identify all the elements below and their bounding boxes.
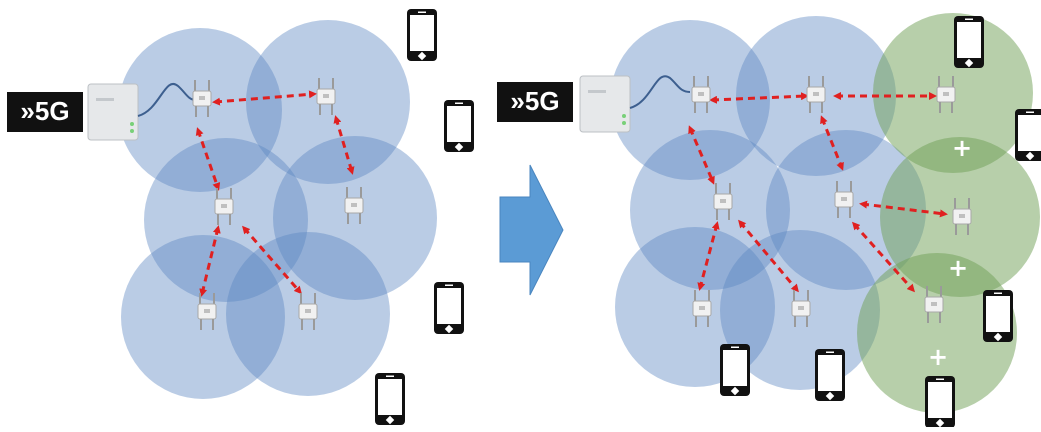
mesh-link-arrow (333, 115, 355, 175)
smartphone-icon (925, 376, 955, 428)
mesh-link-arrow (859, 200, 948, 218)
coverage-cell (118, 28, 282, 192)
mesh-link-arrow (852, 221, 915, 293)
added-cell-plus-icon: + (948, 254, 968, 282)
smartphone-icon (434, 282, 464, 334)
smartphone-icon (1015, 109, 1041, 161)
gateway-led (130, 129, 134, 133)
smartphone-icon (983, 290, 1013, 342)
gateway-label-area (96, 98, 114, 101)
5g-gateway-icon (579, 75, 631, 133)
mesh-link-arrow (195, 127, 221, 191)
gateway-led (622, 121, 626, 125)
coverage-cell (610, 20, 770, 180)
ethernet-cable (137, 82, 197, 117)
right-arrow-icon (499, 164, 564, 296)
smartphone-icon (375, 373, 405, 425)
smartphone-icon (407, 9, 437, 61)
smartphone-icon (720, 344, 750, 396)
added-cell-plus-icon: + (952, 134, 972, 162)
added-coverage-cell (857, 253, 1017, 413)
5g-badge: »5G (7, 92, 83, 132)
mesh-link-arrow (709, 92, 809, 104)
smartphone-icon (444, 100, 474, 152)
ethernet-cable (629, 75, 691, 109)
mesh-link-arrow (242, 225, 302, 295)
5g-badge-label: »5G (510, 86, 559, 116)
5g-badge: »5G (497, 82, 573, 122)
5g-gateway-icon (87, 83, 139, 141)
mesh-link-arrow (688, 125, 715, 185)
added-cell-plus-icon: + (928, 343, 948, 371)
5g-badge-label: »5G (20, 96, 69, 126)
gateway-led (130, 122, 134, 126)
gateway-led (622, 114, 626, 118)
mesh-link-arrow (738, 219, 799, 293)
mesh-link-arrow (820, 115, 844, 171)
coverage-cell (273, 136, 437, 300)
gateway-label-area (588, 90, 606, 93)
mesh-link-arrow (212, 90, 317, 106)
smartphone-icon (954, 16, 984, 68)
smartphone-icon (815, 349, 845, 401)
5g-badge-background (7, 92, 83, 132)
5g-badge-background (497, 82, 573, 122)
